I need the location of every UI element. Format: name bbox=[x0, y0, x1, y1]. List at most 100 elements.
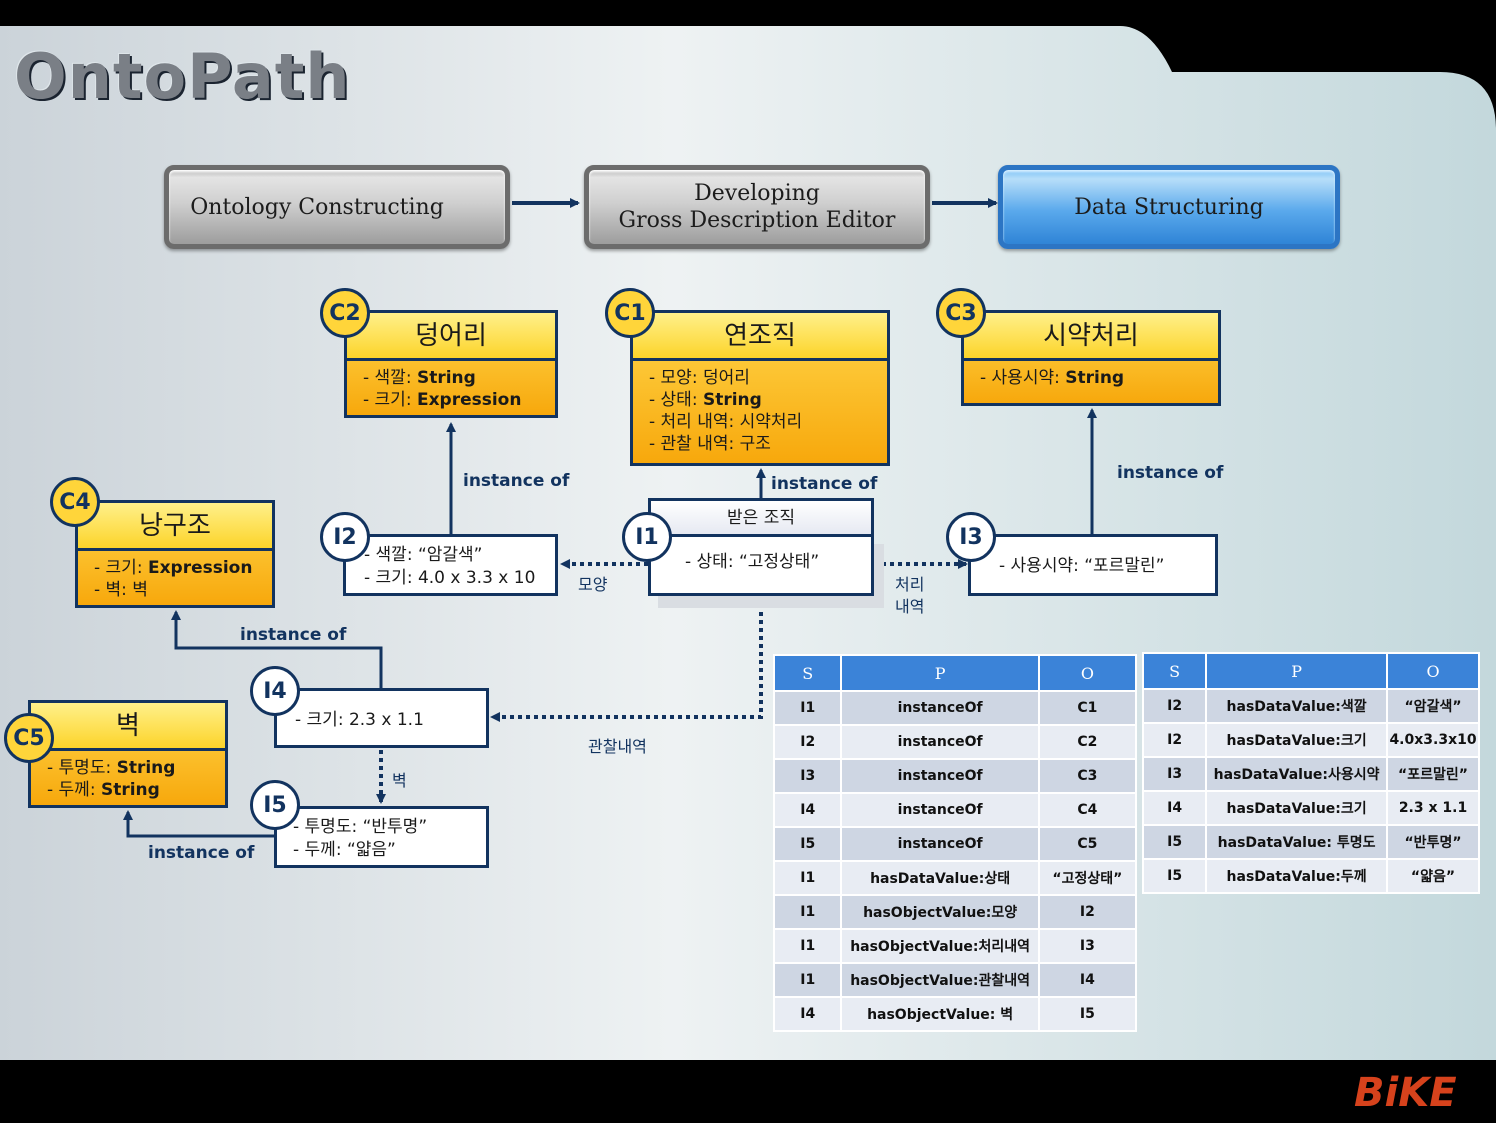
instance-i5-box: - 투명도: “반투명” - 두께: “얇음” bbox=[274, 806, 489, 868]
label-wall-relation: 벽 bbox=[392, 771, 407, 790]
class-c5-name: 벽 bbox=[31, 703, 225, 751]
table-cell: instanceOf bbox=[840, 826, 1040, 862]
class-c2-attrs: - 색깔: String - 크기: Expression bbox=[347, 361, 555, 411]
bike-logo: BiKE bbox=[1354, 1070, 1457, 1116]
table-cell: C5 bbox=[1037, 826, 1138, 862]
table-cell: I1 bbox=[772, 962, 843, 998]
class-c2-attr-2: - 크기: Expression bbox=[363, 390, 522, 410]
table-header-p: P bbox=[1205, 652, 1389, 690]
instance-i2-box: - 색깔: “암갈색” - 크기: 4.0 x 3.3 x 10 bbox=[343, 534, 558, 596]
label-instance-of-i1: instance of bbox=[771, 474, 878, 494]
class-c1-attr-1: - 모양: 덩어리 bbox=[649, 368, 750, 388]
class-c3-badge: C3 bbox=[936, 288, 986, 338]
table-cell: instanceOf bbox=[840, 690, 1040, 726]
class-c1-attr-2: - 상태: String bbox=[649, 390, 762, 410]
instance-i4-attr-1: - 크기: 2.3 x 1.1 bbox=[295, 710, 424, 730]
label-processing-line2: 내역 bbox=[895, 597, 925, 616]
instance-i5-badge: I5 bbox=[250, 780, 300, 830]
table-cell: I2 bbox=[772, 724, 843, 760]
table-cell: instanceOf bbox=[840, 792, 1040, 828]
process-step-ontology-label: Ontology Constructing bbox=[190, 194, 444, 220]
label-instance-of-i5: instance of bbox=[148, 843, 255, 863]
instance-i3-badge: I3 bbox=[946, 512, 996, 562]
process-step-data-structuring: Data Structuring bbox=[998, 165, 1340, 249]
table-cell: I4 bbox=[772, 996, 843, 1032]
table-cell: I3 bbox=[1037, 928, 1138, 964]
class-c1-attr-3: - 처리 내역: 시약처리 bbox=[649, 412, 803, 432]
process-step-editor: Developing Gross Description Editor bbox=[584, 165, 930, 249]
instance-i1-header: 받은 조직 bbox=[651, 501, 871, 537]
table-cell: “포르말린” bbox=[1386, 756, 1480, 792]
class-c4-box: 낭구조 - 크기: Expression - 벽: 벽 bbox=[75, 500, 275, 608]
table-cell: hasObjectValue:모양 bbox=[840, 894, 1040, 930]
table-cell: hasDataValue:크기 bbox=[1205, 790, 1389, 826]
table-cell: hasObjectValue: 벽 bbox=[840, 996, 1040, 1032]
class-c2-attr-1: - 색깔: String bbox=[363, 368, 476, 388]
class-c2-badge: C2 bbox=[320, 288, 370, 338]
table-cell: hasDataValue:두께 bbox=[1205, 858, 1389, 894]
table-cell: 4.0x3.3x10 bbox=[1386, 722, 1480, 758]
table-cell: I2 bbox=[1037, 894, 1138, 930]
class-c1-box: 연조직 - 모양: 덩어리 - 상태: String - 처리 내역: 시약처리… bbox=[630, 310, 890, 466]
table-cell: I5 bbox=[1141, 858, 1208, 894]
table-cell: “암갈색” bbox=[1386, 688, 1480, 724]
label-observation-relation: 관찰내역 bbox=[588, 737, 647, 756]
class-c2-name: 덩어리 bbox=[347, 313, 555, 361]
class-c1-attr-4: - 관찰 내역: 구조 bbox=[649, 434, 771, 454]
class-c4-name: 낭구조 bbox=[78, 503, 272, 551]
instance-i2-badge: I2 bbox=[320, 512, 370, 562]
instance-i4-badge: I4 bbox=[250, 666, 300, 716]
table-cell: I5 bbox=[1037, 996, 1138, 1032]
class-c1-badge: C1 bbox=[605, 288, 655, 338]
table-cell: I1 bbox=[772, 928, 843, 964]
process-step-data-structuring-label: Data Structuring bbox=[1074, 194, 1264, 220]
table-cell: hasDataValue:상태 bbox=[840, 860, 1040, 896]
table-cell: I4 bbox=[772, 792, 843, 828]
slide-title: OntoPath bbox=[14, 40, 351, 113]
table-cell: 2.3 x 1.1 bbox=[1386, 790, 1480, 826]
table-cell: I1 bbox=[772, 690, 843, 726]
table-cell: “얇음” bbox=[1386, 858, 1480, 894]
instance-i4-box: - 크기: 2.3 x 1.1 bbox=[274, 688, 489, 748]
instance-i2-attr-2: - 크기: 4.0 x 3.3 x 10 bbox=[364, 568, 536, 588]
table-cell: instanceOf bbox=[840, 724, 1040, 760]
table-header-s: S bbox=[772, 654, 843, 692]
table-cell: instanceOf bbox=[840, 758, 1040, 794]
label-instance-of-i2: instance of bbox=[463, 471, 570, 491]
instance-i3-attr-1: - 사용시약: “포르말린” bbox=[999, 556, 1165, 576]
table-cell: C2 bbox=[1037, 724, 1138, 760]
table-cell: “반투명” bbox=[1386, 824, 1480, 860]
table-header-s: S bbox=[1141, 652, 1208, 690]
class-c3-name: 시약처리 bbox=[964, 313, 1218, 361]
table-header-row: S P O bbox=[772, 654, 1138, 692]
table-cell: hasDataValue:사용시약 bbox=[1205, 756, 1389, 792]
class-c5-attr-1: - 투명도: String bbox=[47, 758, 176, 778]
class-c4-badge: C4 bbox=[50, 477, 100, 527]
process-step-editor-line1: Developing bbox=[694, 181, 820, 206]
table-cell: hasObjectValue:처리내역 bbox=[840, 928, 1040, 964]
table-cell: I3 bbox=[1141, 756, 1208, 792]
class-c4-attr-1: - 크기: Expression bbox=[94, 558, 253, 578]
class-c4-attrs: - 크기: Expression - 벽: 벽 bbox=[78, 551, 272, 601]
class-c5-attrs: - 투명도: String - 두께: String bbox=[31, 751, 225, 801]
class-c2-box: 덩어리 - 색깔: String - 크기: Expression bbox=[344, 310, 558, 418]
label-instance-of-i4: instance of bbox=[240, 625, 347, 645]
class-c1-attrs: - 모양: 덩어리 - 상태: String - 처리 내역: 시약처리 - 관… bbox=[633, 361, 887, 455]
class-c5-attr-2: - 두께: String bbox=[47, 780, 160, 800]
